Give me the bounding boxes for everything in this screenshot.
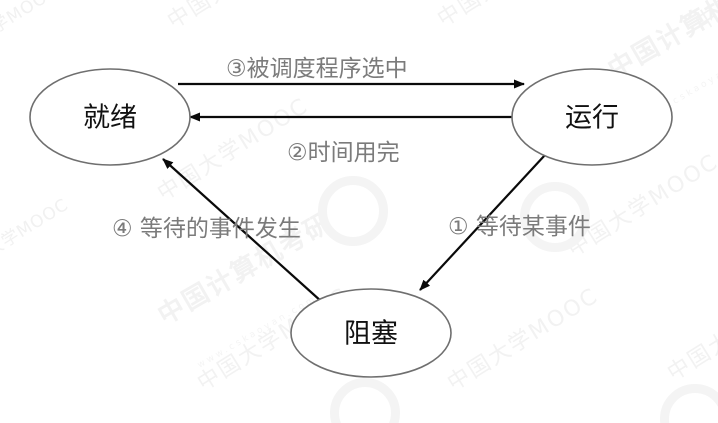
edge-2-label: ②时间用完 — [287, 140, 400, 166]
node-blocked-label: 阻塞 — [344, 319, 398, 350]
edge-4-arrow — [162, 158, 323, 303]
edge-3-label: ③被调度程序选中 — [226, 56, 408, 82]
edge-1-arrow — [419, 154, 546, 291]
edge-3-group: ③被调度程序选中 — [178, 56, 525, 89]
node-ready-label: 就绪 — [83, 103, 137, 134]
edge-2-group: ②时间用完 — [189, 112, 520, 166]
edge-1-group: ① 等待某事件 — [419, 154, 591, 291]
node-ready[interactable]: 就绪 — [29, 68, 191, 166]
edge-4-label: ④ 等待的事件发生 — [112, 216, 301, 242]
edge-4-group: ④ 等待的事件发生 — [112, 158, 323, 303]
node-running[interactable]: 运行 — [511, 68, 673, 166]
node-blocked-shape[interactable] — [290, 288, 452, 378]
edge-1-label: ① 等待某事件 — [448, 214, 591, 240]
node-ready-shape[interactable] — [29, 68, 191, 166]
node-blocked[interactable]: 阻塞 — [290, 288, 452, 378]
node-running-shape[interactable] — [511, 68, 673, 166]
node-running-label: 运行 — [565, 103, 619, 134]
